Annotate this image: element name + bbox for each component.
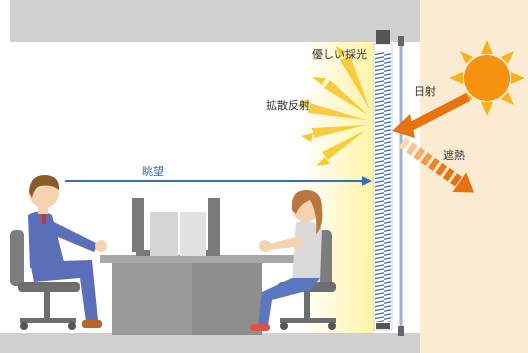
label-view: 眺望 [142, 165, 164, 178]
floor [0, 333, 420, 353]
ceiling [10, 0, 420, 42]
view-arrow [65, 176, 372, 186]
diffused-light-arrowheads [296, 46, 346, 166]
blind-bottom-rail [376, 323, 390, 329]
diffused-light-rays [308, 55, 370, 160]
desk-area [100, 255, 310, 335]
man-figure [10, 174, 107, 330]
window-top-latch [398, 36, 404, 46]
sun-icon [449, 40, 525, 116]
label-sunlight: 日射 [414, 85, 436, 98]
blind-slats [375, 52, 391, 322]
heat-shield-arrow [398, 137, 475, 193]
label-soft-daylight: 優しい採光 [312, 48, 367, 61]
label-heat-shield: 遮熱 [443, 149, 465, 162]
woman-figure [250, 190, 336, 331]
sunlight-arrow [392, 93, 470, 138]
blind-top-cap [376, 30, 390, 44]
monitors [132, 198, 220, 256]
label-diffuse-reflection: 拡散反射 [266, 99, 310, 112]
window-bottom-latch [398, 326, 404, 336]
